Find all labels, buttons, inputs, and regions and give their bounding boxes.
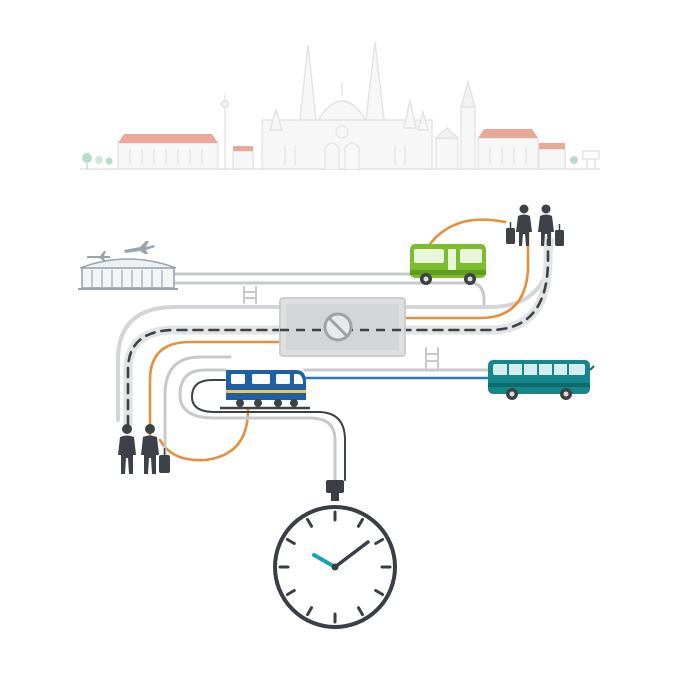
stopwatch-clock-icon — [273, 480, 397, 629]
route-orange-train-arc — [158, 408, 250, 462]
clock-tick — [285, 589, 296, 596]
no-entry-icon — [323, 312, 353, 342]
sign-board — [582, 150, 600, 169]
track-rungs — [243, 286, 439, 369]
tree-icon — [82, 153, 113, 169]
travelers-with-luggage-icon — [118, 424, 170, 474]
green-bus-icon — [410, 244, 486, 285]
church-spire — [460, 79, 476, 170]
clock-tick — [357, 517, 364, 528]
tree-icon — [570, 156, 578, 164]
route-main-dashed — [126, 238, 550, 427]
train-icon — [220, 370, 310, 410]
traveler-figure — [118, 424, 136, 474]
traveler-figure — [141, 424, 170, 474]
clock-tick — [374, 589, 385, 596]
clock-tick — [306, 606, 313, 617]
clock-tick — [285, 538, 296, 545]
airplane-icon — [87, 241, 155, 262]
traveler-figure — [538, 204, 564, 246]
traveler-figure — [506, 204, 532, 246]
building-small — [232, 146, 254, 170]
building-gray — [434, 127, 460, 170]
cathedral — [261, 41, 433, 170]
clock-hour-hand — [312, 553, 337, 569]
route-inner-left-1 — [163, 355, 232, 462]
route-orange-bus-arc — [428, 218, 507, 246]
clock-minute-hand — [333, 540, 370, 569]
route-orange-left — [148, 340, 282, 442]
route-outer-left — [116, 305, 282, 422]
building-right — [477, 129, 566, 170]
clock-center — [331, 563, 339, 571]
blocked-junction — [279, 297, 406, 357]
teal-bus-icon — [488, 360, 595, 400]
clock-tick — [374, 538, 385, 545]
travelers-with-luggage-icon — [506, 204, 564, 246]
route-inner-left-2 — [178, 368, 337, 482]
clock-ticks — [278, 510, 392, 624]
clock-tick — [306, 517, 313, 528]
tv-tower — [220, 95, 230, 170]
city-skyline-icon — [80, 41, 600, 170]
building-left — [117, 134, 219, 170]
airport-terminal-icon — [78, 258, 178, 290]
route-orange-upper — [403, 230, 530, 320]
route-to-clock-dark — [191, 379, 346, 481]
clock-tick — [357, 606, 364, 617]
